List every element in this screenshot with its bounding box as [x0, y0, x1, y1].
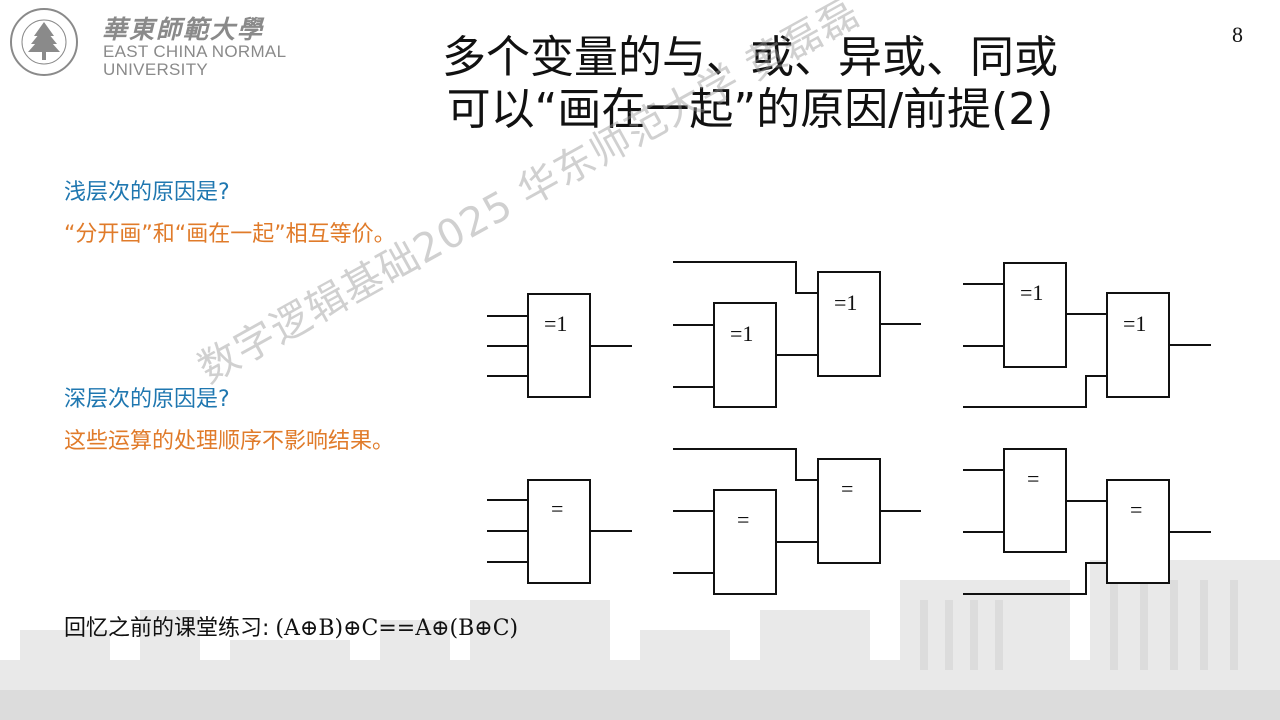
gate-label-xor: =1 — [730, 321, 753, 346]
logo-english-line1: EAST CHINA NORMAL — [103, 42, 287, 61]
gate-label-xnor: = — [737, 507, 749, 532]
xor-cascade-left — [673, 261, 921, 408]
shallow-question: 浅层次的原因是? — [64, 180, 230, 205]
title-line-1: 多个变量的与、或、异或、同或 — [442, 32, 1058, 83]
page-number: 8 — [1232, 22, 1243, 47]
gate-label-xor: =1 — [1020, 280, 1043, 305]
gate-label-xor: =1 — [544, 311, 567, 336]
logo-english-line2: UNIVERSITY — [103, 60, 209, 79]
deep-question: 深层次的原因是? — [64, 387, 230, 412]
xnor-gate-3-input — [487, 479, 632, 584]
recall-expression: (A⊕B)⊕C==A⊕(B⊕C) — [275, 616, 519, 641]
title-line-2: 可以“画在一起”的原因/前提(2) — [446, 84, 1054, 135]
xor-cascade-right — [963, 262, 1211, 408]
gate-label-xnor: = — [1130, 497, 1142, 522]
university-seal-icon — [10, 8, 78, 76]
campus-background — [0, 560, 1280, 720]
shallow-answer: “分开画”和“画在一起”相互等价。 — [64, 222, 396, 247]
deep-answer: 这些运算的处理顺序不影响结果。 — [64, 429, 395, 454]
gate-label-xnor: = — [841, 476, 853, 501]
recall-label: 回忆之前的课堂练习: — [64, 616, 270, 641]
xnor-cascade-right — [963, 448, 1211, 595]
university-logo: 華東師範大學 EAST CHINA NORMAL UNIVERSITY — [6, 4, 306, 80]
xnor-cascade-left — [673, 448, 921, 595]
slide-title: 多个变量的与、或、异或、同或 可以“画在一起”的原因/前提(2) — [330, 32, 1170, 136]
gate-label-xnor: = — [1027, 466, 1039, 491]
xor-gate-3-input — [487, 293, 632, 398]
recall-exercise: 回忆之前的课堂练习:(A⊕B)⊕C==A⊕(B⊕C) — [64, 610, 518, 642]
logo-chinese-name: 華東師範大學 — [102, 15, 265, 44]
gate-label-xor: =1 — [834, 290, 857, 315]
gate-label-xor: =1 — [1123, 311, 1146, 336]
gate-label-xnor: = — [551, 496, 563, 521]
